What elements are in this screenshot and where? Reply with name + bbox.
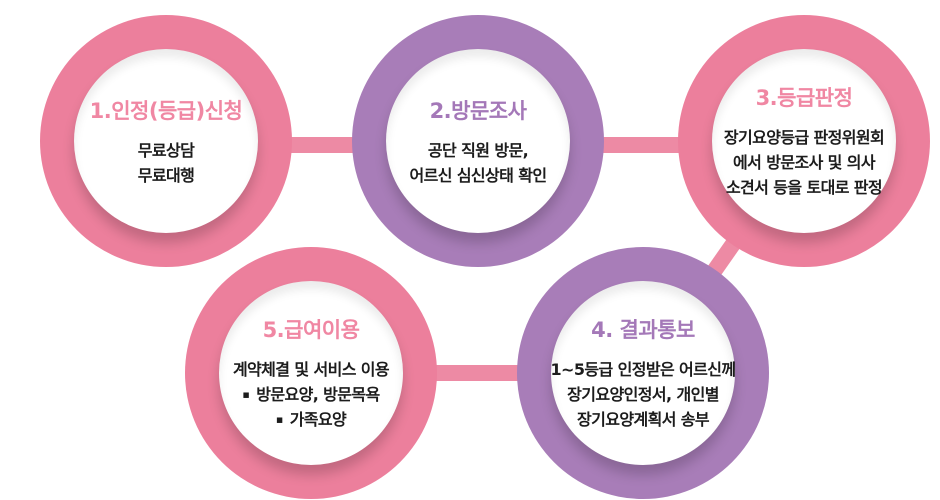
step-1-body-line: 무료대행 [137,165,195,185]
step-3-body-line: 장기요양등급 판정위원회 [723,128,885,147]
bullet-square-icon: ▪ [242,388,250,401]
step-5-bullet-text: 가족요양 [289,410,347,429]
step-5-title: 5.급여이용 [262,318,360,342]
step-2-content: 2.방문조사 공단 직원 방문, 어르신 심신상태 확인 [386,49,570,233]
step-1-content: 1.인정(등급)신청 무료상담 무료대행 [74,49,258,233]
step-3-body-line: 에서 방문조사 및 의사 [733,153,876,172]
connector-step2-step3 [590,137,690,153]
connector-step5-step4 [420,365,530,381]
step-2-title: 2.방문조사 [429,98,527,123]
step-2-circle: 2.방문조사 공단 직원 방문, 어르신 심신상태 확인 [352,15,604,267]
step-4-body-line: 장기요양인정서, 개인별 [567,385,719,404]
step-4-content: 4. 결과통보 1~5등급 인정받은 어르신께 장기요양인정서, 개인별 장기요… [550,281,737,465]
bullet-square-icon: ▪ [275,413,283,426]
step-2-body-line: 공단 직원 방문, [427,140,529,160]
step-4-body-line: 1~5등급 인정받은 어르신께 [550,360,737,379]
step-5-circle: 5.급여이용 계약체결 및 서비스 이용 ▪ 방문요양, 방문목욕 ▪ 가족요양 [185,247,437,499]
step-4-title: 4. 결과통보 [591,318,695,342]
step-1-circle: 1.인정(등급)신청 무료상담 무료대행 [40,15,292,267]
step-1-body-line: 무료상담 [137,140,195,160]
step-5-bullet-item: ▪ 방문요양, 방문목욕 [242,382,380,407]
step-5-lead-line: 계약체결 및 서비스 이용 [232,360,390,379]
step-3-circle: 3.등급판정 장기요양등급 판정위원회 에서 방문조사 및 의사 소견서 등을 … [678,15,930,267]
step-2-body-line: 어르신 심신상태 확인 [409,165,547,185]
step-5-bullet-text: 방문요양, 방문목욕 [256,385,380,404]
step-3-content: 3.등급판정 장기요양등급 판정위원회 에서 방문조사 및 의사 소견서 등을 … [712,49,896,233]
connector-step1-step2 [270,137,370,153]
step-5-content: 5.급여이용 계약체결 및 서비스 이용 ▪ 방문요양, 방문목욕 ▪ 가족요양 [219,281,403,465]
step-3-body-line: 소견서 등을 토대로 판정 [725,178,883,197]
step-4-body-line: 장기요양계획서 송부 [576,410,710,429]
step-4-circle: 4. 결과통보 1~5등급 인정받은 어르신께 장기요양인정서, 개인별 장기요… [517,247,769,499]
step-5-bullet-item: ▪ 가족요양 [275,407,347,432]
step-1-title: 1.인정(등급)신청 [89,98,243,123]
step-3-title: 3.등급판정 [755,86,853,110]
